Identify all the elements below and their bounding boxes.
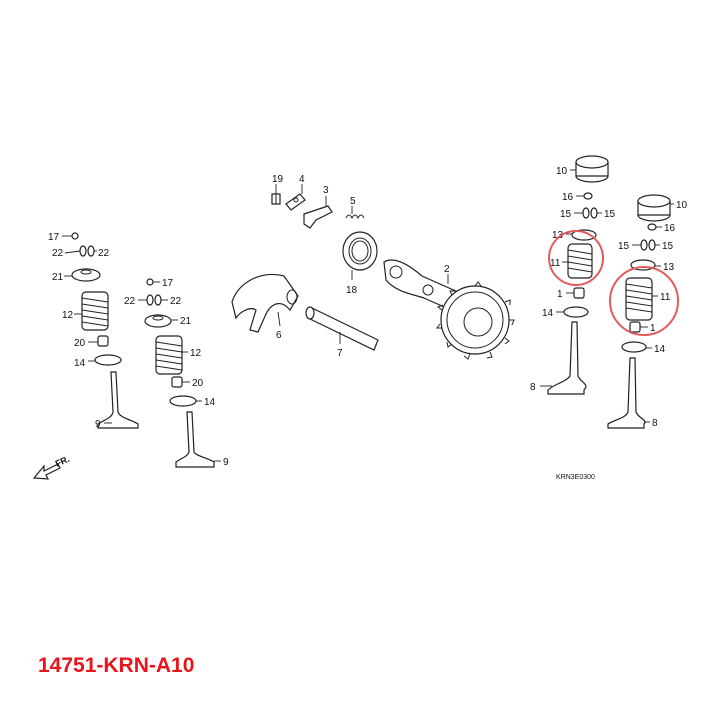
valve-spring-12b xyxy=(155,335,183,375)
callout-15[interactable]: 15 xyxy=(618,241,630,252)
callout-9[interactable]: 9 xyxy=(95,419,101,430)
cotter-22a xyxy=(79,245,87,257)
callout-1[interactable]: 1 xyxy=(557,289,563,300)
callout-13[interactable]: 13 xyxy=(663,262,675,273)
callout-5[interactable]: 5 xyxy=(350,196,356,207)
callout-16[interactable]: 16 xyxy=(562,192,574,203)
callout-8[interactable]: 8 xyxy=(530,382,536,393)
callout-13[interactable]: 13 xyxy=(552,230,564,241)
cam-sprocket xyxy=(436,281,515,360)
callout-2[interactable]: 2 xyxy=(444,264,450,275)
callout-22[interactable]: 22 xyxy=(170,296,182,307)
spring-retainer-13 xyxy=(571,229,597,241)
callout-10[interactable]: 10 xyxy=(556,166,568,177)
callout-21[interactable]: 21 xyxy=(180,316,192,327)
callout-9[interactable]: 9 xyxy=(223,457,229,468)
decomp-shaft-3 xyxy=(303,205,333,229)
callout-4[interactable]: 4 xyxy=(299,174,305,185)
callout-7[interactable]: 7 xyxy=(337,348,343,359)
exhaust-valve-8 xyxy=(547,321,587,395)
cotter-22b xyxy=(87,245,95,257)
cotter-22c xyxy=(146,294,154,306)
callout-14[interactable]: 14 xyxy=(204,397,216,408)
callout-14[interactable]: 14 xyxy=(654,344,666,355)
intake-valve-group-left: 17 22 22 21 12 20 14 9 xyxy=(48,232,139,430)
shim-16b xyxy=(647,223,657,231)
cotter-15a xyxy=(582,207,590,219)
bolt-19 xyxy=(271,193,281,205)
callout-15[interactable]: 15 xyxy=(560,209,572,220)
valve-seal-1 xyxy=(573,287,585,299)
valve-lifter-10b xyxy=(637,194,671,222)
valve-cotter-17 xyxy=(71,232,79,240)
valve-spring-11b xyxy=(625,277,653,321)
spring-seat-14d xyxy=(621,341,647,353)
exhaust-valve-group-left: 10 16 15 15 13 11 1 14 8 xyxy=(530,155,616,395)
rocker-shaft-7 xyxy=(305,306,379,351)
valve-cotter-17b xyxy=(146,278,154,286)
drawing-code: KRN3E0300 xyxy=(556,474,595,481)
callout-19[interactable]: 19 xyxy=(272,174,284,185)
valve-seal-20 xyxy=(97,335,109,347)
callout-17[interactable]: 17 xyxy=(48,232,60,243)
highlight-ring-spring-11b[interactable] xyxy=(609,266,679,336)
spring-retainer-21 xyxy=(71,268,101,282)
spring-seat-14 xyxy=(94,354,122,366)
callout-20[interactable]: 20 xyxy=(74,338,86,349)
callout-10[interactable]: 10 xyxy=(676,200,688,211)
callout-17[interactable]: 17 xyxy=(162,278,174,289)
callout-22[interactable]: 22 xyxy=(98,248,110,259)
cotter-15c xyxy=(640,239,648,251)
valve-spring-11 xyxy=(567,243,593,279)
callout-22[interactable]: 22 xyxy=(52,248,64,259)
callout-3[interactable]: 3 xyxy=(323,185,329,196)
valve-seal-20b xyxy=(171,376,183,388)
valve-lifter-10 xyxy=(575,155,609,183)
callout-21[interactable]: 21 xyxy=(52,272,64,283)
callout-22[interactable]: 22 xyxy=(124,296,136,307)
callout-14[interactable]: 14 xyxy=(74,358,86,369)
valve-spring-12 xyxy=(81,291,109,331)
direction-label: FR. xyxy=(54,454,71,469)
cotter-15d xyxy=(648,239,656,251)
callout-12[interactable]: 12 xyxy=(190,348,202,359)
callout-16[interactable]: 16 xyxy=(664,223,676,234)
callout-15[interactable]: 15 xyxy=(662,241,674,252)
intake-valve-9 xyxy=(97,371,139,429)
return-spring-5 xyxy=(345,214,365,220)
shim-16 xyxy=(583,192,593,200)
callout-6[interactable]: 6 xyxy=(276,330,282,341)
rocker-arm-6 xyxy=(231,273,299,333)
callout-15[interactable]: 15 xyxy=(604,209,616,220)
highlight-ring-spring-11[interactable] xyxy=(548,230,604,286)
part-number: 14751-KRN-A10 xyxy=(38,654,195,677)
intake-valve-9b xyxy=(175,411,215,468)
intake-valve-group-right: 17 22 22 21 12 20 14 9 xyxy=(124,278,229,468)
exhaust-valve-group-right: 10 16 15 15 13 11 1 14 8 xyxy=(607,194,688,429)
front-direction-arrow: FR. xyxy=(32,454,71,480)
callout-11[interactable]: 11 xyxy=(550,258,561,269)
callout-14[interactable]: 14 xyxy=(542,308,554,319)
callout-1[interactable]: 1 xyxy=(650,323,656,334)
spring-seat-14b xyxy=(169,395,197,407)
camshaft-assembly: 19 4 3 5 18 6 xyxy=(231,174,515,360)
cotter-15b xyxy=(590,207,598,219)
callout-8[interactable]: 8 xyxy=(652,418,658,429)
callout-20[interactable]: 20 xyxy=(192,378,204,389)
spring-seat-14c xyxy=(563,306,589,318)
cotter-22d xyxy=(154,294,162,306)
bearing-18 xyxy=(342,231,378,271)
callout-12[interactable]: 12 xyxy=(62,310,74,321)
camshaft-2 xyxy=(383,259,515,360)
valve-seal-1b xyxy=(629,321,641,333)
spring-retainer-21b xyxy=(144,314,172,328)
exhaust-valve-8b xyxy=(607,357,646,429)
callout-18[interactable]: 18 xyxy=(346,285,358,296)
callout-11[interactable]: 11 xyxy=(660,292,671,303)
